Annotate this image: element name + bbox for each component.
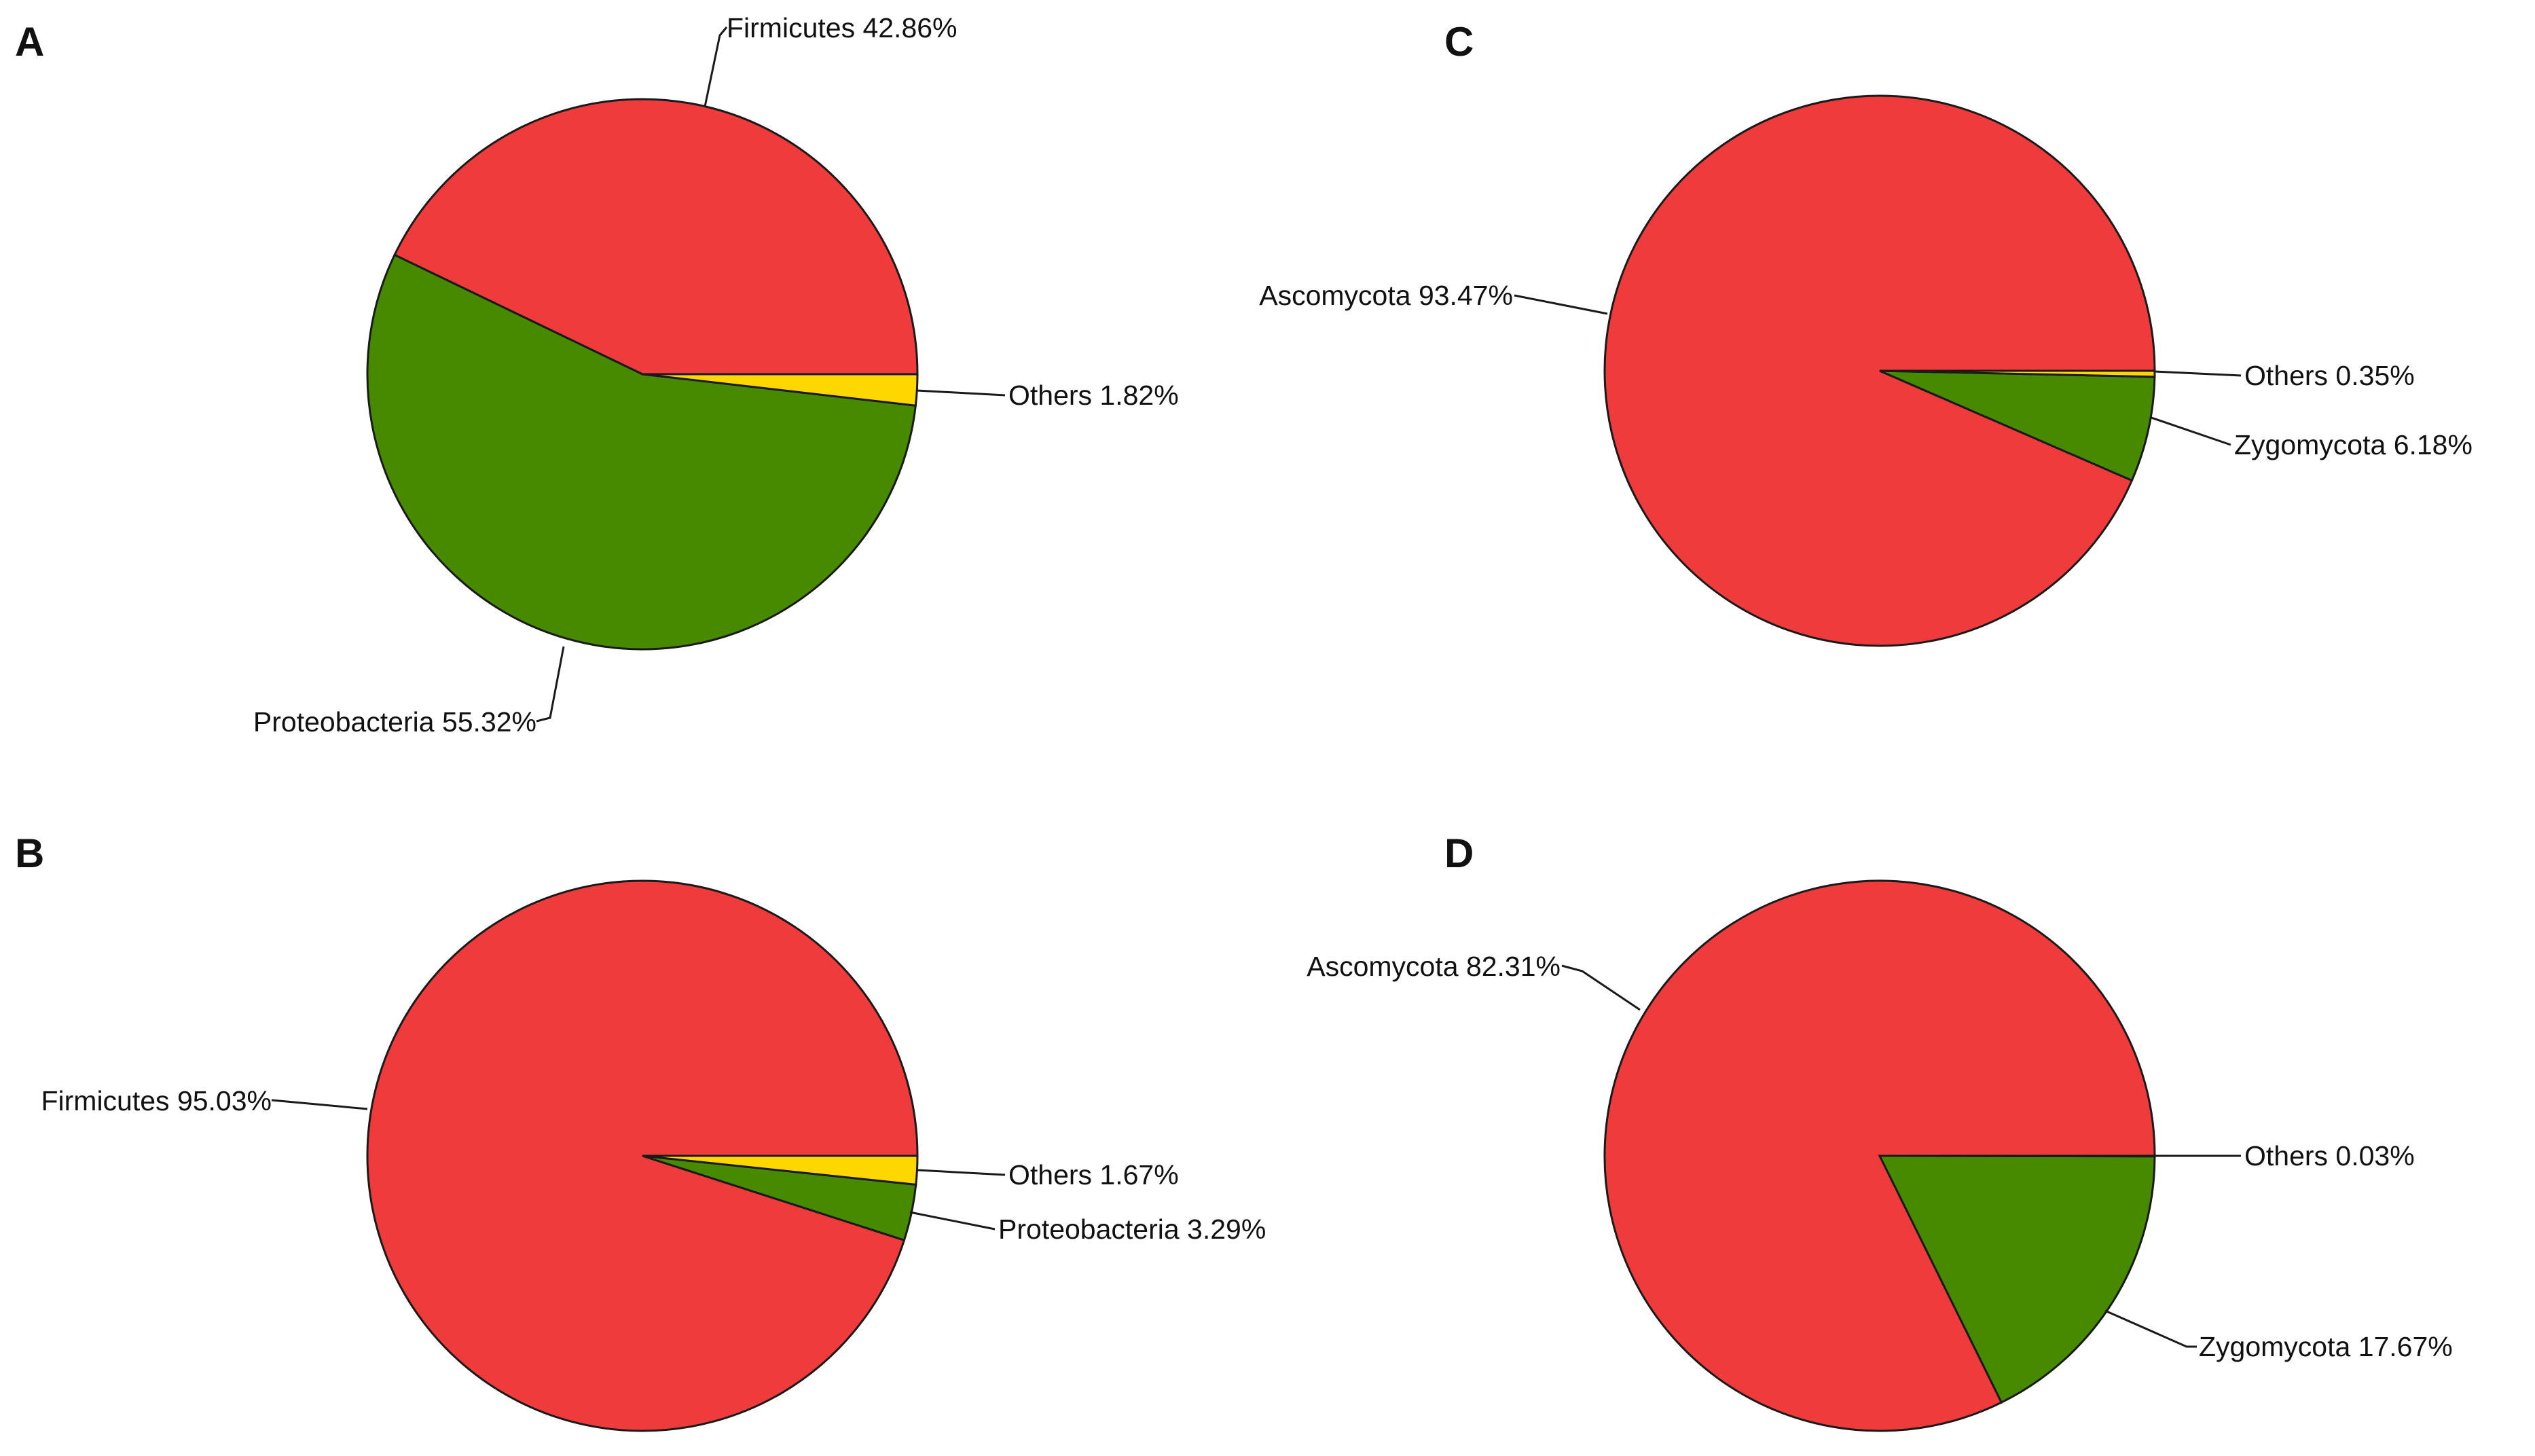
slice-label-firmicutes: Firmicutes 95.03% bbox=[41, 1085, 272, 1116]
slice-label-proteobacteria: Proteobacteria 3.29% bbox=[998, 1214, 1266, 1245]
pie-slice-proteobacteria bbox=[366, 253, 917, 651]
pie-slice-zygomycota bbox=[1878, 1154, 2156, 1404]
slice-label-others: Others 0.35% bbox=[2244, 360, 2415, 391]
leader-line-firmicutes bbox=[704, 26, 728, 107]
leader-line-others bbox=[917, 1169, 1006, 1176]
leader-line-others bbox=[2154, 370, 2242, 377]
leader-line-proteobacteria bbox=[536, 646, 565, 723]
leader-line-proteobacteria bbox=[909, 1211, 996, 1231]
pie-slice-others bbox=[1879, 1154, 2156, 1158]
slice-label-others: Others 1.67% bbox=[1008, 1159, 1179, 1190]
panel-letter-d: D bbox=[1444, 831, 1474, 876]
leader-line-ascomycota bbox=[1514, 294, 1608, 315]
pie-slice-others bbox=[1879, 369, 2156, 378]
pie-chart-b: Firmicutes 95.03% Proteobacteria 3.29% Oth… bbox=[41, 879, 1266, 1432]
slice-label-proteobacteria: Proteobacteria 55.32% bbox=[253, 706, 536, 738]
slice-label-others: Others 0.03% bbox=[2244, 1140, 2415, 1171]
pie-slice-ascomycota bbox=[1603, 879, 2156, 1432]
slice-label-ascomycota: Ascomycota 93.47% bbox=[1259, 280, 1513, 311]
panel-letter-c: C bbox=[1444, 19, 1474, 65]
pie-chart-c: Ascomycota 93.47% Zygomycota 6.18% Others … bbox=[1259, 94, 2473, 647]
slice-label-zygomycota: Zygomycota 17.67% bbox=[2199, 1331, 2453, 1362]
pie-chart-a: Firmicutes 42.86% Proteobacteria 55.32% Ot… bbox=[253, 12, 1179, 738]
pie-slice-zygomycota bbox=[1879, 369, 2156, 482]
slice-label-zygomycota: Zygomycota 6.18% bbox=[2234, 429, 2473, 460]
leader-line-zygomycota bbox=[2151, 416, 2231, 446]
pie-chart-d: Ascomycota 82.31% Zygomycota 17.67% Others… bbox=[1307, 879, 2453, 1432]
slice-label-firmicutes: Firmicutes 42.86% bbox=[727, 12, 958, 43]
leader-line-ascomycota bbox=[1561, 964, 1641, 1011]
pie-slice-firmicutes bbox=[393, 98, 919, 376]
slice-label-others: Others 1.82% bbox=[1008, 380, 1179, 411]
pie-slice-others bbox=[642, 1154, 919, 1186]
panel-letter-b: B bbox=[15, 831, 44, 876]
panel-letter-a: A bbox=[15, 19, 44, 65]
leader-line-others bbox=[916, 389, 1006, 397]
leader-line-firmicutes bbox=[271, 1099, 368, 1110]
leader-line-zygomycota bbox=[2104, 1309, 2197, 1348]
slice-label-ascomycota: Ascomycota 82.31% bbox=[1307, 951, 1561, 982]
